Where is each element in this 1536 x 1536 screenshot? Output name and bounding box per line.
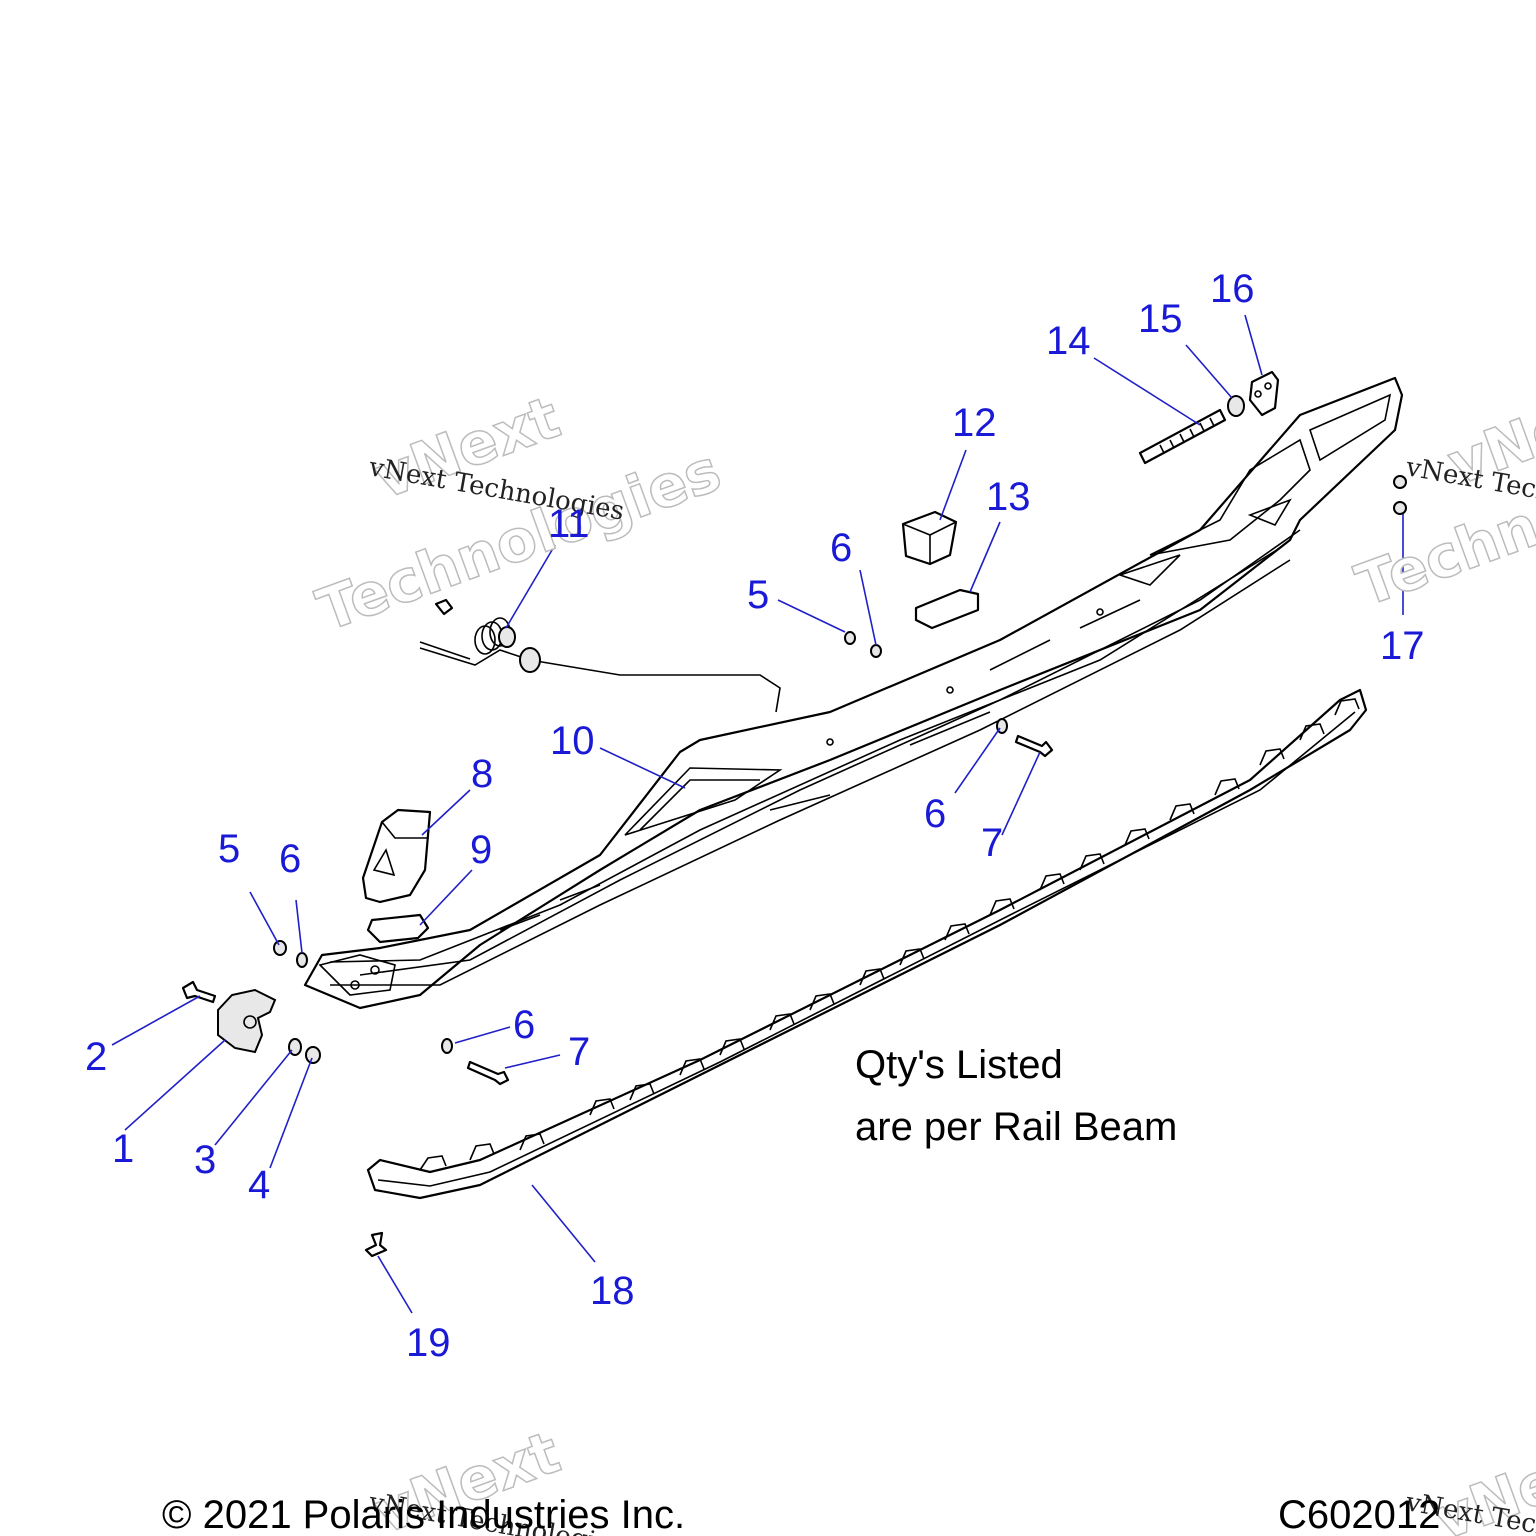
callout-13[interactable]: 13 [986,475,1031,519]
threaded-rod[interactable] [1138,408,1227,465]
bolt-2[interactable] [181,980,217,1004]
bolt-7-lower[interactable] [466,1060,510,1086]
callout-6b[interactable]: 6 [513,1003,535,1047]
callouts: 1 2 3 4 5 5 6 6 6 6 7 7 8 9 10 11 12 13 … [85,267,1425,1365]
callout-5a[interactable]: 5 [218,827,240,871]
callout-15[interactable]: 15 [1138,297,1183,341]
callout-18[interactable]: 18 [590,1269,635,1313]
bumper-block-rear[interactable] [901,510,958,566]
bolt-7-mid[interactable] [1014,734,1054,758]
hyfax-slide[interactable] [366,688,1368,1200]
fastener-17[interactable] [1393,475,1407,515]
callout-4[interactable]: 4 [248,1163,270,1207]
front-cap[interactable] [217,988,277,1054]
callout-7a[interactable]: 7 [568,1030,590,1074]
nut-5-front[interactable] [273,940,287,956]
bracket-16[interactable] [1248,370,1280,417]
figure-code: C602012 [1278,1493,1440,1536]
callout-2[interactable]: 2 [85,1035,107,1079]
callout-11[interactable]: 11 [548,502,590,546]
quantity-note: Qty's Listed are per Rail Beam [855,1043,1177,1149]
callout-5b[interactable]: 5 [747,573,769,617]
nut-4[interactable] [305,1046,321,1064]
leader-lines [111,314,1404,1314]
callout-6a[interactable]: 6 [279,837,301,881]
washer-6-front[interactable] [296,952,308,968]
nut-15[interactable] [1227,395,1245,417]
callout-7b[interactable]: 7 [981,821,1003,865]
callout-6d[interactable]: 6 [924,792,946,836]
callout-8[interactable]: 8 [471,752,493,796]
bumper-block[interactable] [361,808,432,904]
copyright-text: © 2021 Polaris Industries Inc. [162,1493,685,1536]
callout-3[interactable]: 3 [194,1138,216,1182]
nut-5-upper[interactable] [844,631,856,645]
spring-rod[interactable] [419,598,781,713]
washer-6-lower[interactable] [441,1038,453,1054]
callout-14[interactable]: 14 [1046,319,1091,363]
callout-17[interactable]: 17 [1380,624,1425,668]
rail-beam[interactable] [303,376,1404,1010]
note-line-2: are per Rail Beam [855,1105,1177,1149]
callout-9[interactable]: 9 [470,828,492,872]
washer-6-upper[interactable] [870,644,882,658]
callout-16[interactable]: 16 [1210,267,1255,311]
insert-13[interactable] [914,588,980,630]
callout-10[interactable]: 10 [550,719,595,763]
callout-1[interactable]: 1 [112,1127,134,1171]
callout-19[interactable]: 19 [406,1321,451,1365]
callout-12[interactable]: 12 [952,401,997,445]
insert-9[interactable] [366,913,430,944]
note-line-1: Qty's Listed [855,1043,1063,1087]
rivet-19[interactable] [364,1231,388,1258]
callout-6c[interactable]: 6 [830,526,852,570]
footer: © 2021 Polaris Industries Inc. C602012 [162,1493,1440,1536]
